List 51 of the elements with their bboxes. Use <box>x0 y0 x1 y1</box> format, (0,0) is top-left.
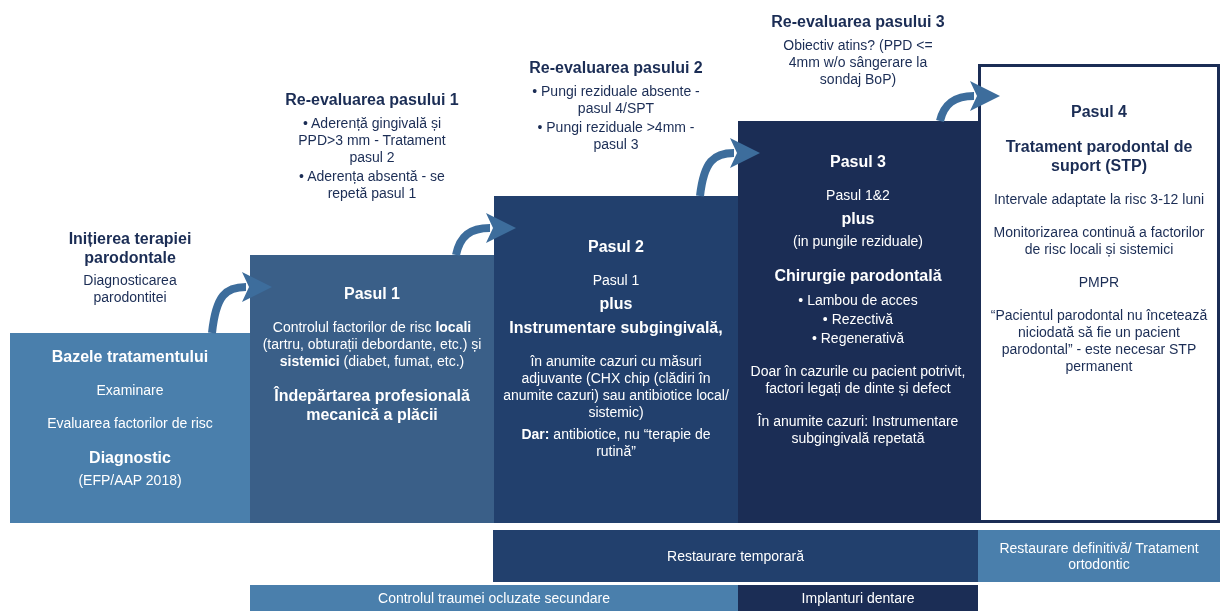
step-heading: Pasul 3 <box>830 152 886 171</box>
step-text: Evaluarea factorilor de risc <box>47 415 213 432</box>
note-text: Obiectiv atins? (PPD <= 4mm w/o sângerare la sondaj BoP) <box>782 37 934 88</box>
bullet-item: • Pungi reziduale absente - pasul 4/SPT <box>531 83 701 117</box>
curved-arrow <box>696 138 760 197</box>
step-heading: Pasul 2 <box>588 237 644 256</box>
step-box <box>250 255 494 523</box>
step-text: Monitorizarea continuă a factorilor de risc locali și sistemici <box>992 224 1206 258</box>
bullet-item: • Lambou de acces <box>798 292 918 309</box>
curved-arrow <box>208 272 272 334</box>
treatment-band: Implanturi dentare <box>738 585 978 611</box>
step-text: Controlul factorilor de risc locali (tartru, obturații debordante, etc.) și sistemici (diabet, fumat, etc.) <box>261 319 483 370</box>
step-text: Diagnosticarea parodontitei <box>82 272 178 306</box>
step-text: Pasul 1 <box>592 272 640 289</box>
step-text: (EFP/AAP 2018) <box>78 472 182 489</box>
step-heading: Instrumentare subgingivală, <box>509 318 723 337</box>
step-text: PMPR <box>1078 274 1120 291</box>
step-box <box>494 196 738 523</box>
treatment-band: Restaurare definitivă/ Tratament ortodontic <box>978 530 1220 582</box>
step-heading: Îndepărtarea profesională mecanică a plăcii <box>272 386 471 424</box>
section-heading: Re-evaluarea pasului 3 <box>770 12 946 31</box>
bullet-item: • Pungi reziduale >4mm - pasul 3 <box>536 119 696 153</box>
step-heading: Bazele tratamentului <box>51 347 209 366</box>
curved-arrow <box>452 213 516 256</box>
step-heading: Tratament parodontal de suport (STP) <box>1004 137 1194 175</box>
step-heading: plus <box>841 209 875 228</box>
bullet-item: • Rezectivă <box>821 311 895 328</box>
treatment-band: Restaurare temporară <box>493 530 978 582</box>
step-heading: Pasul 4 <box>1071 102 1127 121</box>
step-text: în anumite cazuri cu măsuri adjuvante (CHX chip (clădiri în anumite cazuri) sau antibiotice local/ sistemic) <box>502 353 730 421</box>
section-heading: Re-evaluarea pasului 1 <box>284 90 460 109</box>
bullet-item: • Aderență gingivală și PPD>3 mm - Tratament pasul 2 <box>297 115 447 166</box>
section-heading: Re-evaluarea pasului 2 <box>528 58 704 77</box>
step-heading: Inițierea terapiei parodontale <box>67 229 193 267</box>
step-text: (in pungile reziduale) <box>793 233 923 250</box>
step-text: Intervale adaptate la risc 3-12 luni <box>993 191 1205 208</box>
bullet-item: • Aderența absentă - se repetă pasul 1 <box>298 168 446 202</box>
step-heading: Pasul 1 <box>344 284 400 303</box>
step-text: Pasul 1&2 <box>826 187 890 204</box>
step-text: “Pacientul parodontal nu încetează niciodată să fie un pacient parodontal” - este necesar STP permanent <box>989 307 1209 375</box>
step-text: Doar în cazurile cu pacient potrivit, factori legați de dinte și defect <box>749 363 967 397</box>
step-box <box>978 64 1220 523</box>
step-box <box>738 121 978 523</box>
step-heading: Chirurgie parodontală <box>774 266 942 285</box>
bullet-item: • Regenerativă <box>810 330 906 347</box>
step-text: Dar: antibiotice, nu “terapie de rutină” <box>520 426 712 460</box>
step-heading: Diagnostic <box>89 448 171 467</box>
step-text: În anumite cazuri: Instrumentare subgingivală repetată <box>756 413 960 447</box>
step-heading: plus <box>599 294 633 313</box>
treatment-band: Controlul traumei ocluzate secundare <box>250 585 738 611</box>
step-text: Examinare <box>96 382 164 399</box>
